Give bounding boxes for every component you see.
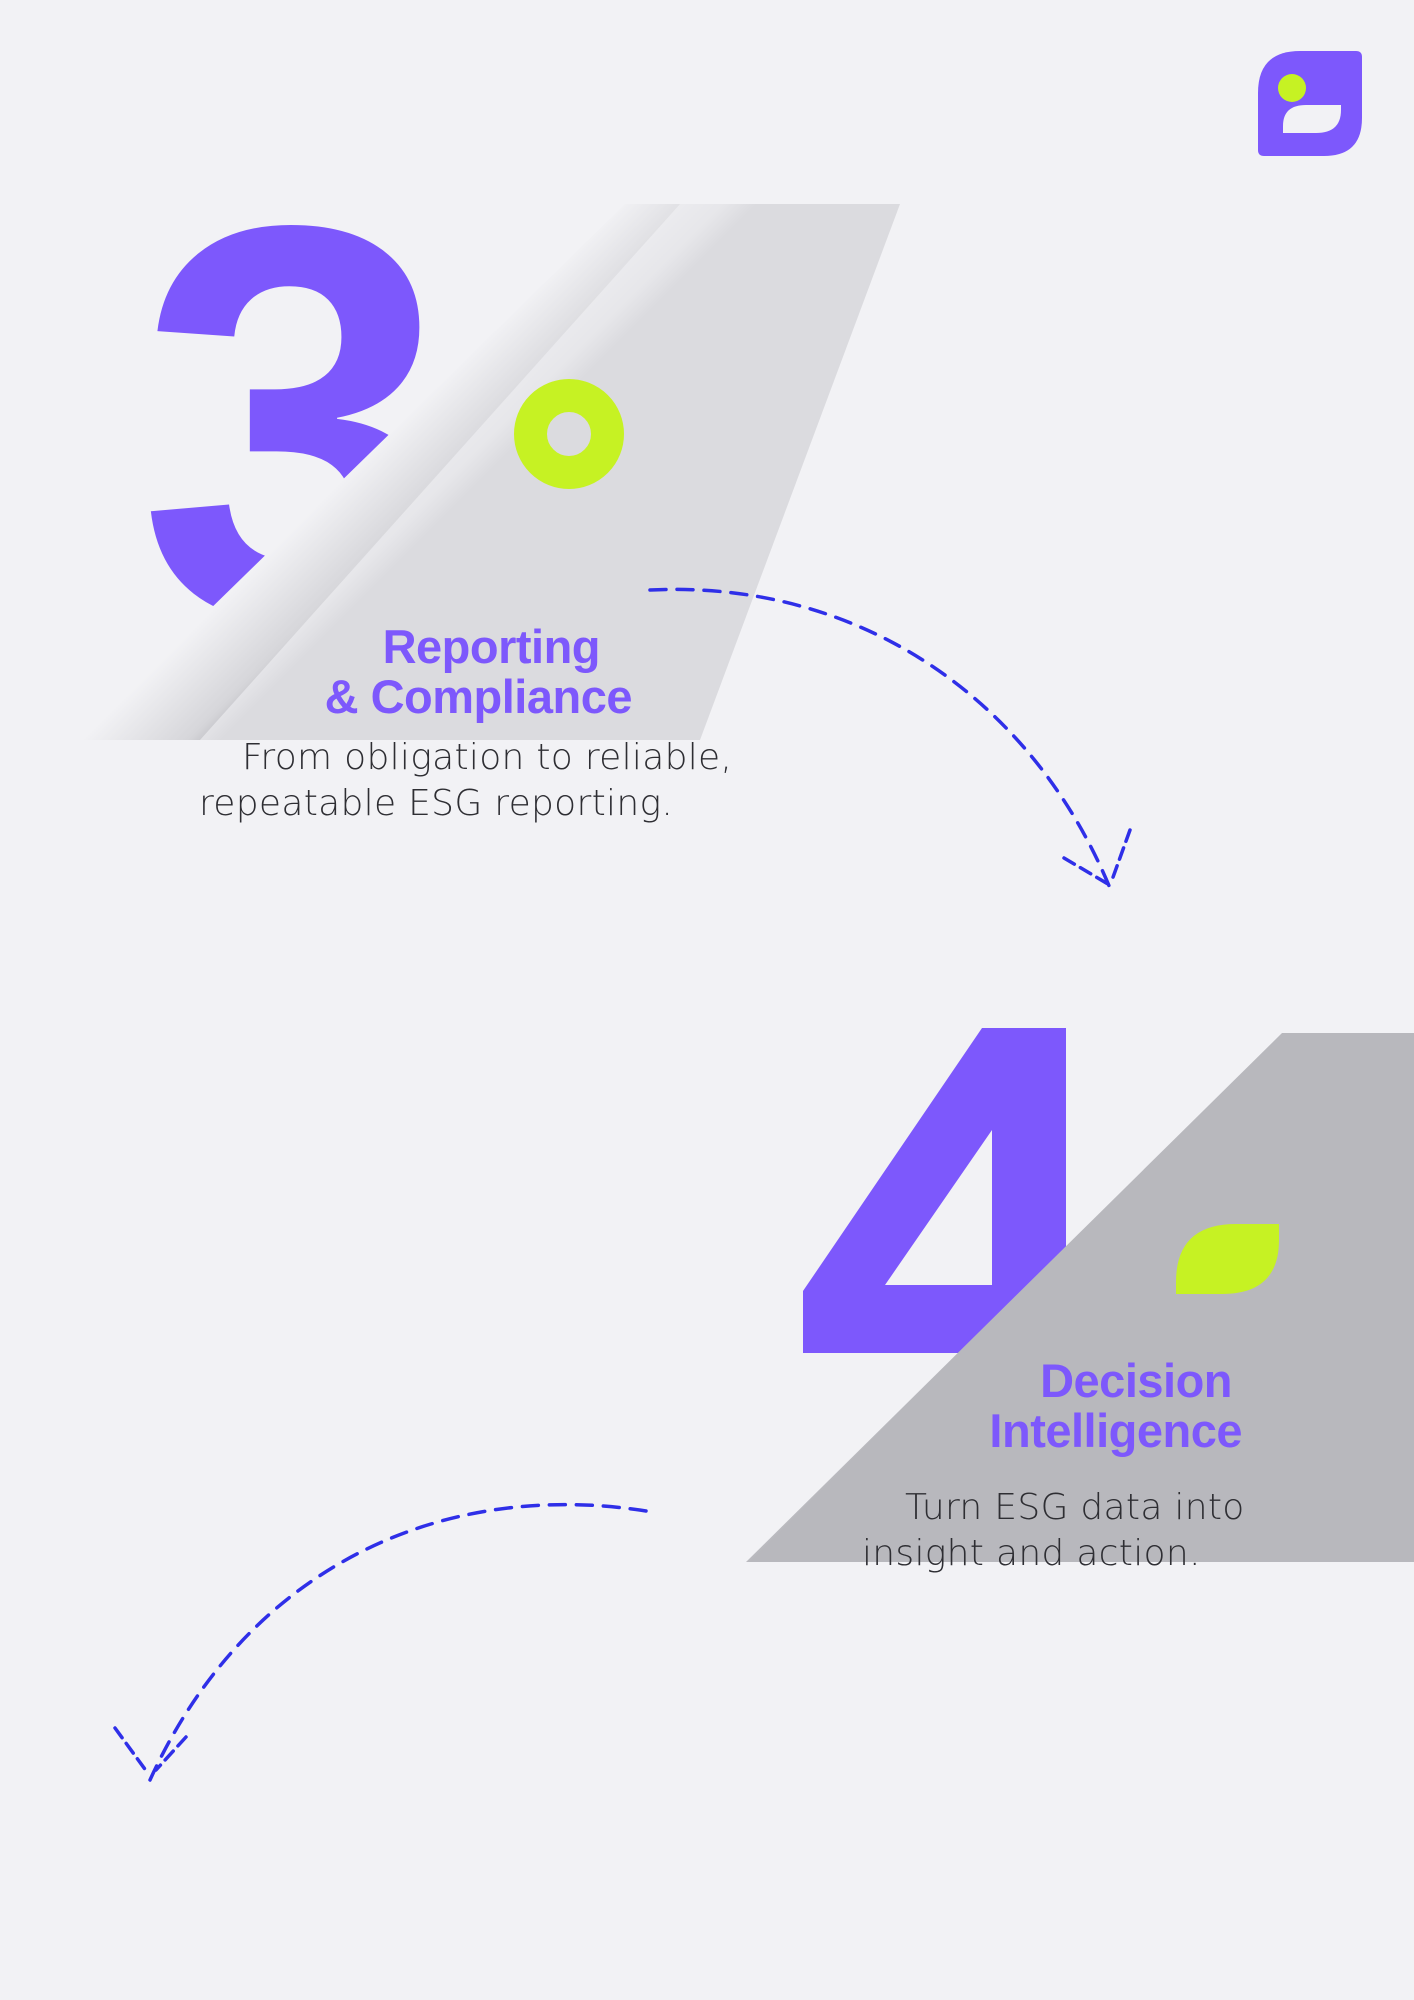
brand-logo [1258,51,1362,156]
step4-title: Decision Intelligence [989,1356,1242,1456]
dashed-arrow-left [113,1502,648,1782]
leaf-icon [1176,1224,1279,1294]
fold-shadow-4 [746,1033,1414,1562]
step3-desc-line1: From obligation to reliable, [242,737,733,778]
step3-desc-line2: repeatable ESG reporting. [199,783,674,824]
step3-title: Reporting & Compliance [324,620,633,723]
step3-title-line1: Reporting [382,620,601,673]
step4-desc-line2: insight and action. [862,1533,1201,1574]
step4-number [803,1028,1066,1353]
step4-title-line2: Intelligence [989,1404,1242,1457]
dashed-arrow-right [648,587,1132,895]
step4-desc-line1: Turn ESG data into [905,1487,1245,1528]
step4-title-line1: Decision [1040,1354,1232,1407]
step3-title-line2: & Compliance [324,670,633,723]
ring-icon [514,379,624,489]
